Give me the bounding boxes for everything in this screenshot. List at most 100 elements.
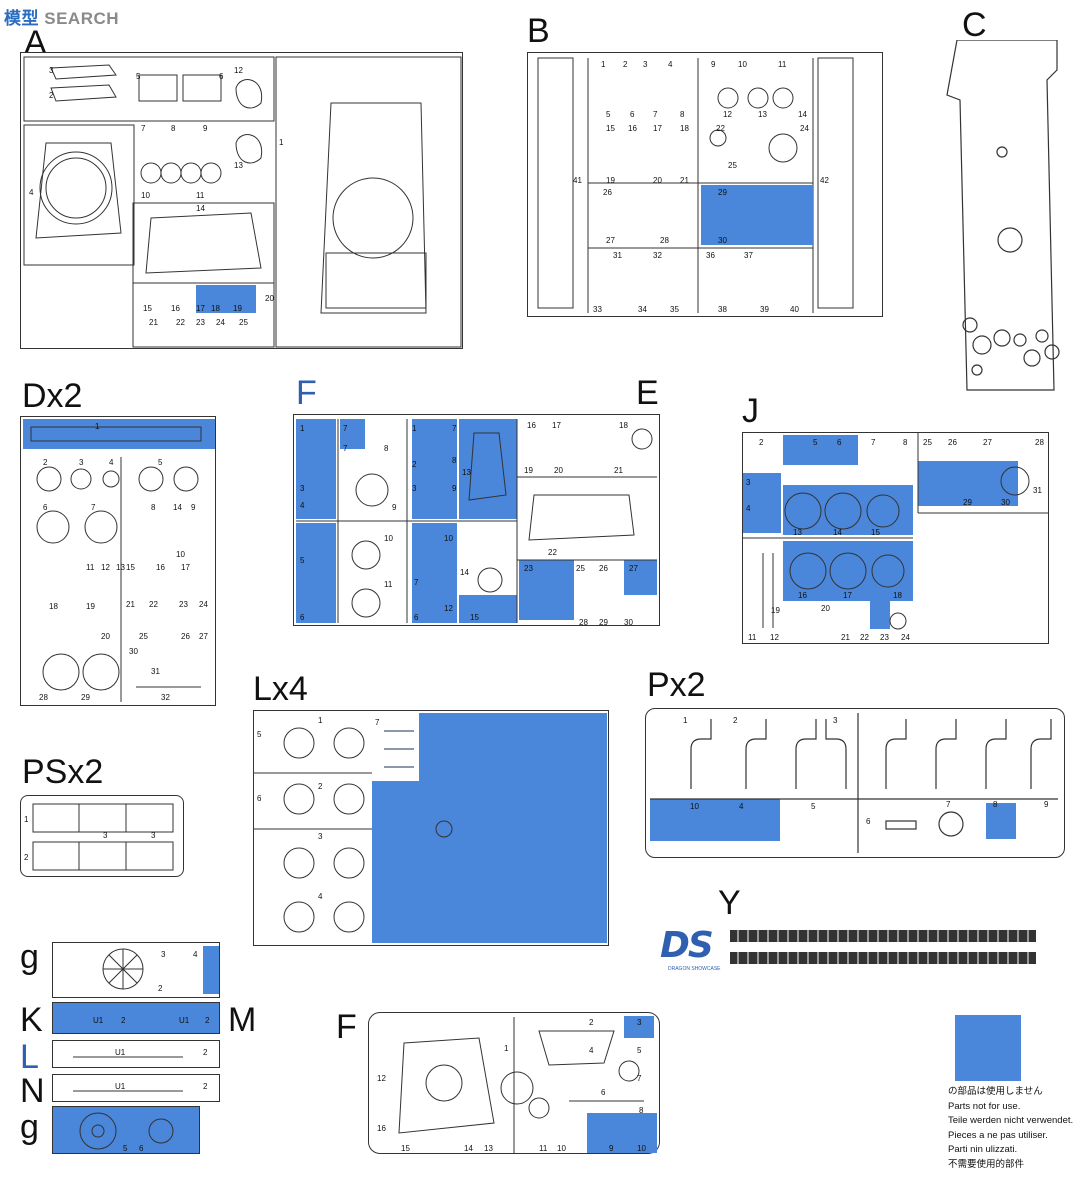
svg-text:2: 2 (121, 1016, 126, 1025)
svg-text:13: 13 (234, 161, 243, 170)
svg-text:2: 2 (203, 1048, 208, 1057)
svg-text:7: 7 (343, 424, 348, 433)
svg-text:12: 12 (101, 563, 110, 572)
svg-text:5: 5 (136, 72, 141, 81)
svg-text:8: 8 (384, 444, 389, 453)
svg-text:25: 25 (576, 564, 585, 573)
svg-text:23: 23 (196, 318, 205, 327)
svg-text:11: 11 (86, 563, 95, 572)
sprue-l-unused-block (372, 781, 422, 943)
svg-text:11: 11 (196, 191, 205, 200)
svg-text:16: 16 (156, 563, 165, 572)
svg-text:2: 2 (412, 460, 417, 469)
svg-text:12: 12 (770, 633, 779, 642)
svg-text:9: 9 (191, 503, 196, 512)
svg-text:29: 29 (963, 498, 972, 507)
svg-text:16: 16 (628, 124, 637, 133)
svg-text:15: 15 (606, 124, 615, 133)
sprue-c (942, 40, 1068, 395)
svg-text:3: 3 (151, 831, 156, 840)
svg-text:19: 19 (86, 602, 95, 611)
svg-text:18: 18 (211, 304, 220, 313)
svg-text:21: 21 (149, 318, 158, 327)
sprue-b-unused-block (701, 185, 813, 245)
svg-text:29: 29 (718, 188, 727, 197)
svg-text:8: 8 (452, 456, 457, 465)
svg-text:16: 16 (377, 1124, 386, 1133)
svg-text:3: 3 (103, 831, 108, 840)
svg-text:2: 2 (203, 1082, 208, 1091)
sprue-label-k: K (20, 1001, 43, 1039)
svg-text:20: 20 (265, 294, 274, 303)
svg-text:2: 2 (24, 853, 29, 862)
svg-text:7: 7 (414, 578, 419, 587)
svg-text:9: 9 (452, 484, 457, 493)
svg-text:3: 3 (833, 716, 838, 725)
legend: の部品は使用しません Parts not for use. Teile werd… (948, 1085, 1083, 1172)
svg-text:2: 2 (49, 91, 54, 100)
svg-text:10: 10 (738, 60, 747, 69)
svg-text:4: 4 (300, 501, 305, 510)
svg-text:19: 19 (606, 176, 615, 185)
sprue-label-f-top: F (296, 374, 317, 412)
svg-text:25: 25 (728, 161, 737, 170)
svg-text:24: 24 (216, 318, 225, 327)
svg-text:24: 24 (901, 633, 910, 642)
svg-text:15: 15 (401, 1144, 410, 1153)
svg-text:12: 12 (377, 1074, 386, 1083)
svg-text:18: 18 (680, 124, 689, 133)
svg-text:26: 26 (948, 438, 957, 447)
sprue-label-g-bottom: g (20, 1108, 39, 1146)
svg-text:1: 1 (412, 424, 417, 433)
svg-text:5: 5 (300, 556, 305, 565)
svg-text:35: 35 (670, 305, 679, 314)
sprue-label-g-top: g (20, 938, 39, 976)
svg-text:19: 19 (233, 304, 242, 313)
svg-text:22: 22 (860, 633, 869, 642)
legend-line-fr: Pieces a ne pas utiliser. (948, 1129, 1048, 1141)
svg-text:6: 6 (139, 1144, 144, 1153)
svg-text:31: 31 (151, 667, 160, 676)
svg-text:10: 10 (690, 802, 699, 811)
svg-text:30: 30 (129, 647, 138, 656)
svg-text:16: 16 (798, 591, 807, 600)
svg-text:3: 3 (412, 484, 417, 493)
svg-text:22: 22 (149, 600, 158, 609)
svg-text:17: 17 (653, 124, 662, 133)
watermark-logo: 模型 (4, 9, 39, 28)
svg-text:26: 26 (181, 632, 190, 641)
svg-text:39: 39 (760, 305, 769, 314)
sprue-label-j: J (742, 392, 759, 430)
svg-text:11: 11 (384, 580, 393, 589)
svg-text:36: 36 (706, 251, 715, 260)
svg-text:8: 8 (903, 438, 908, 447)
svg-text:8: 8 (171, 124, 176, 133)
svg-text:6: 6 (300, 613, 305, 622)
svg-text:17: 17 (196, 304, 205, 313)
svg-text:25: 25 (139, 632, 148, 641)
sprue-j-unused-blocks (743, 435, 1018, 629)
svg-text:18: 18 (49, 602, 58, 611)
svg-text:4: 4 (746, 504, 751, 513)
svg-text:7: 7 (141, 124, 146, 133)
svg-text:3: 3 (49, 66, 54, 75)
sprue-a-unused-block (196, 285, 256, 313)
svg-text:U1: U1 (115, 1048, 126, 1057)
svg-text:14: 14 (833, 528, 842, 537)
svg-text:2: 2 (318, 782, 323, 791)
svg-text:28: 28 (1035, 438, 1044, 447)
sprue-l-small-drawing: U1 2 (73, 1048, 208, 1058)
svg-text:4: 4 (193, 950, 198, 959)
sprue-label-a: A (24, 24, 47, 62)
svg-text:4: 4 (739, 802, 744, 811)
sprue-label-y: Y (718, 884, 741, 922)
svg-text:12: 12 (444, 604, 453, 613)
svg-text:22: 22 (176, 318, 185, 327)
svg-text:2: 2 (623, 60, 628, 69)
svg-text:12: 12 (723, 110, 732, 119)
svg-text:31: 31 (613, 251, 622, 260)
